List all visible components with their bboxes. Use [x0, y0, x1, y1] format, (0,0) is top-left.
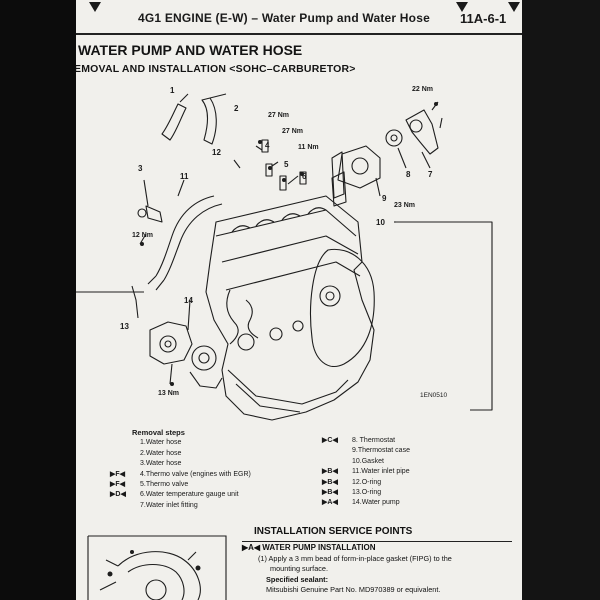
sealant-label: Specified sealant:: [266, 575, 329, 584]
torque-label: 27 Nm: [268, 112, 290, 119]
torque-label: 11 Nm: [298, 144, 319, 151]
list-item: ▶B◀13.O-ring: [322, 489, 382, 497]
list-item: ▶D◀6.Water temperature gauge unit: [110, 491, 239, 499]
list-item: 3.Water hose: [140, 460, 182, 468]
install-step-line-2: mounting surface.: [270, 564, 329, 573]
thermostat: [385, 129, 403, 147]
removal-heading: Removal steps: [132, 428, 185, 437]
part-number: 5: [284, 160, 289, 169]
removal-steps-left: Removal steps 1.Water hose 2.Water hose …: [110, 428, 282, 511]
section-subtitle: EMOVAL AND INSTALLATION <SOHC–CARBURETOR…: [76, 63, 356, 75]
page-header: 4G1 ENGINE (E-W) – Water Pump and Water …: [76, 2, 522, 36]
install-step-line-1: (1) Apply a 3 mm bead of form-in-place g…: [258, 554, 452, 563]
removal-steps-right: ▶C◀8. Thermostat 9.Thermostat case 10.Ga…: [322, 436, 514, 509]
engine-diagram: [76, 93, 493, 421]
water-inlet-fitting: [405, 109, 439, 155]
part-number: 1: [170, 86, 175, 95]
list-item: ▶B◀11.Water inlet pipe: [322, 468, 410, 476]
engine-block: [205, 195, 375, 421]
header-tick-mark: [89, 2, 101, 12]
list-item: ▶F◀4.Thermo valve (engines with EGR): [110, 470, 251, 478]
torque-label: 27 Nm: [282, 128, 304, 135]
torque-label: 12 Nm: [132, 232, 154, 239]
torque-label: 23 Nm: [394, 202, 416, 209]
hose-11: [155, 195, 215, 277]
torque-label: 13 Nm: [158, 390, 180, 397]
part-number: 9: [382, 194, 387, 203]
manual-page: 4G1 ENGINE (E-W) – Water Pump and Water …: [76, 0, 522, 600]
sealant-value: Mitsubishi Genuine Part No. MD970389 or …: [266, 585, 441, 594]
list-item: 10.Gasket: [352, 457, 384, 465]
part-number: 4: [265, 141, 270, 150]
install-rule: [242, 541, 512, 542]
list-item: ▶B◀12.O-ring: [322, 478, 382, 486]
header-tick-mark: [456, 2, 468, 12]
list-item: 7.Water inlet fitting: [140, 501, 198, 509]
left-dark-margin: [0, 0, 76, 600]
oil-pan: [227, 369, 349, 405]
water-pump-illustration: [87, 535, 227, 600]
part-number: 12: [212, 148, 221, 157]
torque-label: 22 Nm: [412, 86, 434, 93]
page-number: 11A-6-1: [460, 11, 507, 26]
part-number: 8: [406, 170, 411, 179]
part-number: 10: [376, 218, 385, 227]
header-tick-mark: [508, 2, 520, 12]
part-number: 3: [138, 164, 143, 173]
figure-code: 1EN0510: [420, 392, 448, 399]
list-item: ▶C◀8. Thermostat: [322, 437, 396, 444]
list-item: 2.Water hose: [140, 449, 182, 457]
list-item: ▶F◀5.Thermo valve: [110, 481, 189, 489]
section-title: WATER PUMP AND WATER HOSE: [78, 42, 303, 58]
part-number: 14: [184, 296, 193, 305]
hose-3: [145, 205, 163, 223]
hose-2: [201, 97, 217, 145]
list-item: ▶A◀14.Water pump: [322, 499, 400, 507]
right-dark-margin: [522, 0, 600, 600]
water-pump-installation-heading: ▶A◀ WATER PUMP INSTALLATION: [242, 543, 376, 552]
water-pump-part: [149, 321, 193, 365]
part-number: 6: [302, 172, 307, 181]
part-number: 2: [234, 104, 239, 113]
hose-1: [161, 103, 187, 141]
list-item: 9.Thermostat case: [352, 447, 410, 455]
header-title: 4G1 ENGINE (E-W) – Water Pump and Water …: [138, 11, 430, 25]
part-number: 11: [180, 172, 189, 181]
part-number: 7: [428, 170, 433, 179]
part-number: 13: [120, 322, 129, 331]
thermostat-case: [337, 145, 381, 189]
install-section-title: INSTALLATION SERVICE POINTS: [254, 526, 413, 537]
list-item: 1.Water hose: [140, 439, 182, 447]
timing-belt-cover: [310, 248, 375, 367]
header-rule: [76, 33, 522, 35]
